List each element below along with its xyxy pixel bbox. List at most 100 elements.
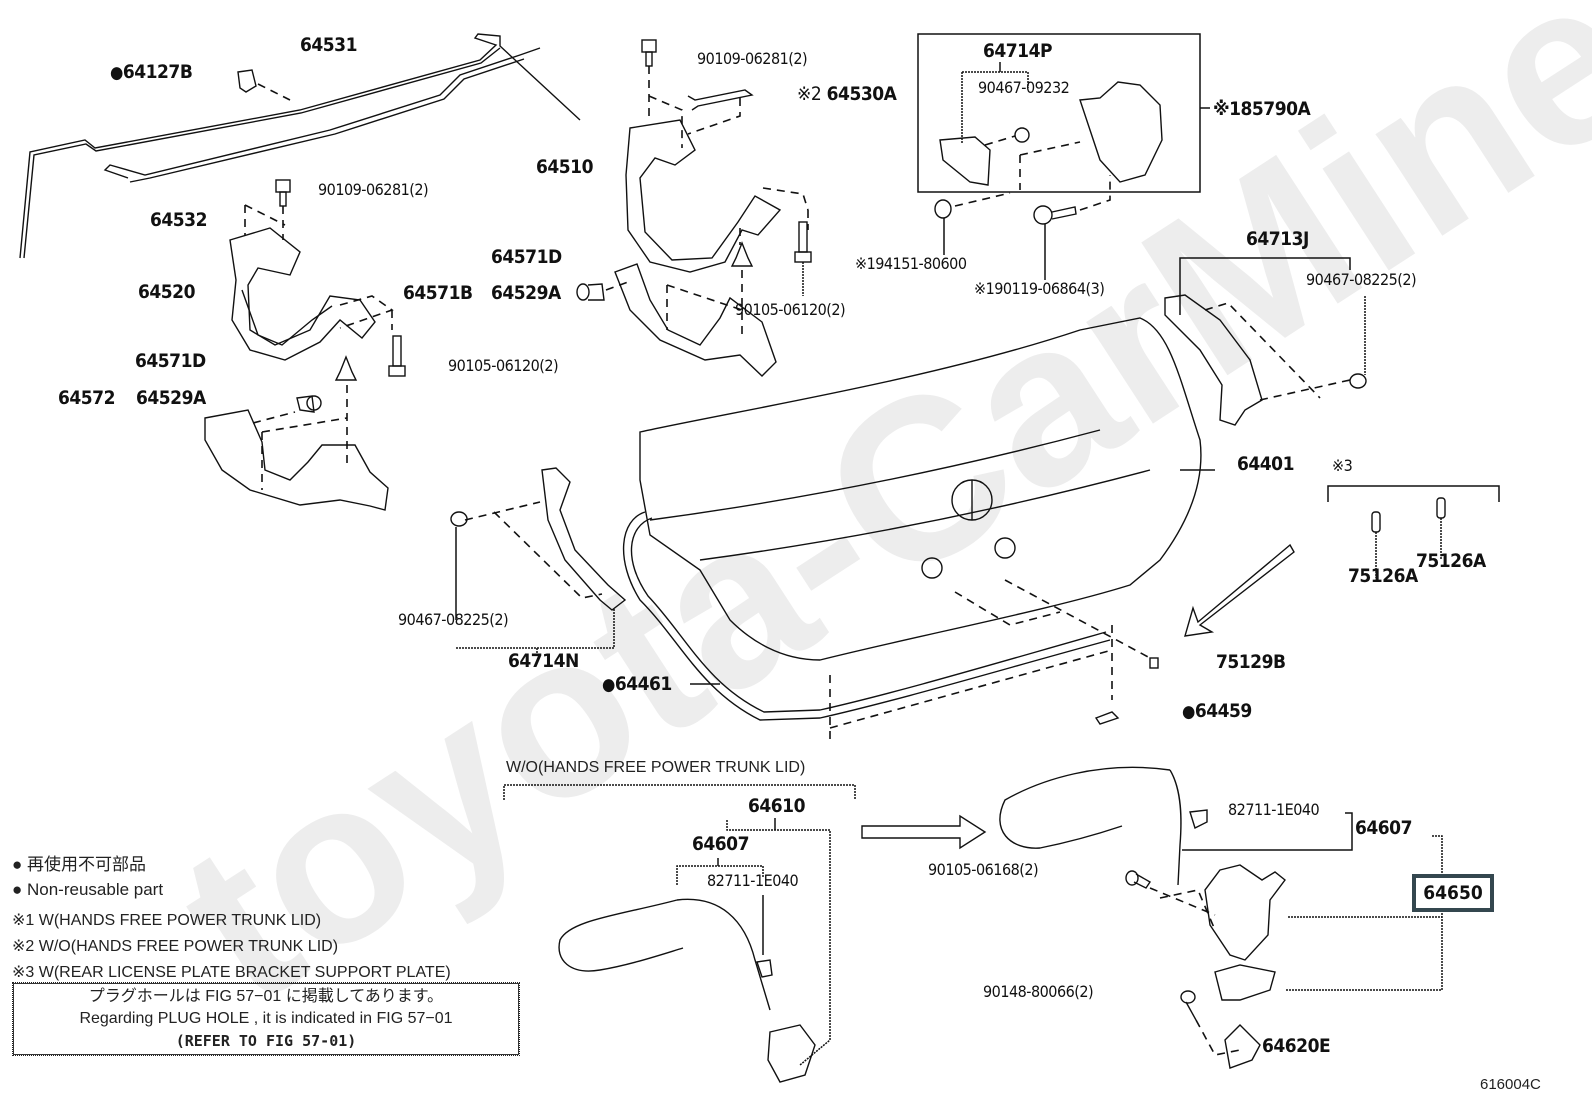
bracket-64572[interactable] bbox=[204, 409, 389, 511]
callout-64459[interactable]: ●64459 bbox=[1182, 702, 1252, 721]
bolt-90109-right[interactable] bbox=[641, 39, 657, 67]
clip-64529A-upper[interactable] bbox=[576, 283, 605, 301]
callout-85790A[interactable]: ※185790A bbox=[1213, 98, 1311, 120]
callout-64714N[interactable]: 64714N bbox=[508, 650, 579, 672]
hinge-64510[interactable] bbox=[625, 119, 782, 273]
callout-75126A-right[interactable]: 75126A bbox=[1416, 550, 1486, 572]
plug-hole-reference-box: プラグホールは FIG 57−01 に掲載してあります。 Regarding P… bbox=[12, 982, 520, 1056]
callout-90109-06281-left[interactable]: 90109-06281(2) bbox=[318, 180, 429, 199]
plug-hole-text-jp: プラグホールは FIG 57−01 に掲載してあります。 bbox=[88, 988, 444, 1005]
callout-64713J[interactable]: 64713J bbox=[1246, 228, 1309, 250]
clip-90467-09232[interactable] bbox=[1014, 127, 1030, 143]
legend-nonreusable-en: ● Non-reusable part bbox=[12, 880, 164, 899]
hands-free-actuator-box bbox=[917, 33, 1201, 193]
clip-90467-08225-right[interactable] bbox=[1349, 373, 1367, 389]
callout-64461[interactable]: ●64461 bbox=[602, 675, 672, 694]
weatherstrip-64461[interactable] bbox=[622, 511, 1111, 721]
callout-64610[interactable]: 64610 bbox=[748, 795, 805, 817]
cushion-64459[interactable] bbox=[1094, 711, 1120, 725]
highlighted-part-64650[interactable]: 64650 bbox=[1412, 874, 1494, 912]
callout-64127B[interactable]: ●64127B bbox=[110, 63, 193, 83]
cable-64607-left[interactable] bbox=[558, 898, 771, 1011]
trunk-lid-64401[interactable] bbox=[639, 317, 1202, 661]
nonreusable-marker: ● bbox=[602, 675, 615, 695]
clip-64127B[interactable] bbox=[237, 69, 257, 93]
bolt-90105-06168[interactable] bbox=[1125, 870, 1151, 889]
callout-64531[interactable]: 64531 bbox=[300, 34, 357, 56]
callout-64529A-upper[interactable]: 64529A bbox=[491, 282, 561, 304]
callout-90105-06168[interactable]: 90105-06168(2) bbox=[928, 860, 1039, 879]
clip-64571D-upper[interactable] bbox=[730, 241, 754, 267]
lever-82711-left[interactable] bbox=[756, 959, 773, 978]
callout-64714P[interactable]: 64714P bbox=[983, 40, 1053, 62]
lever-82711-right[interactable] bbox=[1189, 809, 1208, 829]
callout-64520[interactable]: 64520 bbox=[138, 281, 195, 303]
cover-64714P[interactable] bbox=[939, 136, 991, 186]
callout-190119-06864[interactable]: ※190119-06864(3) bbox=[974, 279, 1105, 298]
callout-194151-80600[interactable]: ※194151-80600 bbox=[855, 254, 967, 273]
nonreusable-marker: ● bbox=[1182, 702, 1195, 722]
callout-64572[interactable]: 64572 bbox=[58, 387, 115, 409]
legend-note-2: ※2 W/O(HANDS FREE POWER TRUNK LID) bbox=[12, 938, 339, 955]
callout-90467-08225-left[interactable]: 90467-08225(2) bbox=[398, 610, 509, 629]
nut-194151-80600[interactable] bbox=[934, 199, 952, 219]
callout-75126A-left[interactable]: 75126A bbox=[1348, 565, 1418, 587]
note-marker-3: ※3 bbox=[1332, 456, 1353, 475]
bolt-75126A-left[interactable] bbox=[1371, 511, 1381, 533]
bolt-75126A-right[interactable] bbox=[1436, 497, 1446, 519]
callout-64607-right[interactable]: 64607 bbox=[1355, 817, 1412, 839]
callout-64620E[interactable]: 64620E bbox=[1262, 1035, 1331, 1057]
screw-90148-80066[interactable] bbox=[1180, 990, 1197, 1021]
torsion-bar-64531[interactable] bbox=[19, 33, 581, 259]
striker-64620E[interactable] bbox=[1224, 1024, 1261, 1069]
callout-64607-left[interactable]: 64607 bbox=[692, 833, 749, 855]
callout-90105-06120-upper[interactable]: 90105-06120(2) bbox=[735, 300, 846, 319]
clip-90467-08225-left[interactable] bbox=[450, 511, 468, 527]
stay-64714N[interactable] bbox=[541, 467, 627, 611]
legend-note-1: ※1 W(HANDS FREE POWER TRUNK LID) bbox=[12, 912, 322, 929]
hinge-64520[interactable] bbox=[229, 227, 376, 361]
direction-arrow bbox=[861, 814, 987, 850]
callout-90467-09232[interactable]: 90467-09232 bbox=[978, 78, 1070, 97]
callout-82711-1E040-left[interactable]: 82711-1E040 bbox=[707, 871, 799, 890]
view-arrow bbox=[1184, 543, 1295, 637]
bolt-190119-06864[interactable] bbox=[1033, 205, 1077, 225]
callout-82711-1E040-right[interactable]: 82711-1E040 bbox=[1228, 800, 1320, 819]
bolt-90109-left[interactable] bbox=[275, 179, 291, 207]
callout-64510[interactable]: 64510 bbox=[536, 156, 593, 178]
callout-64532[interactable]: 64532 bbox=[150, 209, 207, 231]
plug-hole-reference-link[interactable]: (REFER TO FIG 57-01) bbox=[175, 1032, 357, 1050]
callout-90105-06120-lower[interactable]: 90105-06120(2) bbox=[448, 356, 559, 375]
bolt-90105-lower[interactable] bbox=[388, 335, 406, 377]
callout-90467-08225-right[interactable]: 90467-08225(2) bbox=[1306, 270, 1417, 289]
lock-bracket[interactable] bbox=[1214, 964, 1276, 1001]
rod-64530A[interactable] bbox=[687, 89, 754, 111]
callout-90109-06281-right[interactable]: 90109-06281(2) bbox=[697, 49, 808, 68]
actuator-85790A[interactable] bbox=[1079, 81, 1163, 183]
callout-64529A-lower[interactable]: 64529A bbox=[136, 387, 206, 409]
clip-64571D-lower[interactable] bbox=[334, 355, 358, 381]
callout-64461-text: 64461 bbox=[614, 673, 672, 695]
lock-64610[interactable] bbox=[767, 1024, 816, 1083]
cable-64607-right[interactable] bbox=[999, 766, 1182, 886]
lock-64650[interactable] bbox=[1204, 864, 1286, 961]
callout-64459-text: 64459 bbox=[1194, 700, 1252, 722]
callout-64530A-text: 64530A bbox=[826, 83, 897, 105]
callout-64401[interactable]: 64401 bbox=[1237, 453, 1294, 475]
callout-64571B[interactable]: 64571B bbox=[403, 282, 473, 304]
callout-64571D-upper[interactable]: 64571D bbox=[491, 246, 562, 268]
callout-64571D-lower[interactable]: 64571D bbox=[135, 350, 206, 372]
figure-number: 616004C bbox=[1480, 1076, 1541, 1093]
torsion-bar-64532[interactable] bbox=[103, 47, 541, 183]
callout-75129B[interactable]: 75129B bbox=[1216, 651, 1286, 673]
stay-64713J[interactable] bbox=[1164, 294, 1263, 426]
clip-64529A-lower[interactable] bbox=[296, 395, 322, 413]
nonreusable-marker: ● bbox=[110, 63, 123, 83]
callout-90148-80066[interactable]: 90148-80066(2) bbox=[983, 982, 1094, 1001]
variant-label-wo-hands-free: W/O(HANDS FREE POWER TRUNK LID) bbox=[506, 759, 806, 776]
stopper-75129B[interactable] bbox=[1149, 657, 1159, 669]
bracket-64571B[interactable] bbox=[614, 263, 777, 377]
callout-64530A[interactable]: ※2 64530A bbox=[797, 83, 897, 105]
plug-hole-text-en: Regarding PLUG HOLE , it is indicated in… bbox=[79, 1010, 453, 1027]
